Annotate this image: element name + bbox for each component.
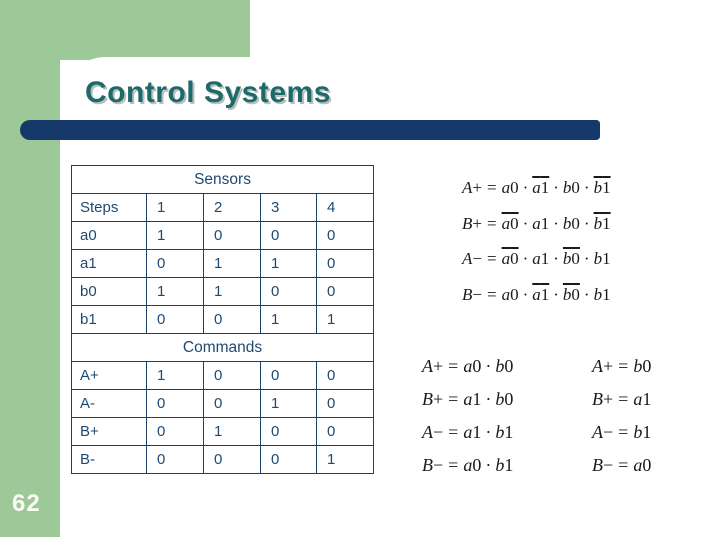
sensor-command-table: Sensors Steps 1 2 3 4 a0 1 0 0 0 a1 0 1 … xyxy=(70,165,375,474)
table-cell: 0 xyxy=(260,361,317,390)
table-row-a1: a1 0 1 1 0 xyxy=(71,249,375,278)
row-label: a1 xyxy=(71,249,147,278)
table-row-steps: Steps 1 2 3 4 xyxy=(71,193,375,222)
row-label: a0 xyxy=(71,221,147,250)
row-label: B+ xyxy=(71,417,147,446)
decor-green-sidebar xyxy=(0,0,60,537)
table-cell: 0 xyxy=(315,221,375,250)
table-cell: 0 xyxy=(146,445,204,474)
row-label: A+ xyxy=(71,361,147,390)
table-row-b-plus: B+ 0 1 0 0 xyxy=(71,417,375,446)
table-row-b0: b0 1 1 0 0 xyxy=(71,277,375,306)
table-cell: 0 xyxy=(315,361,375,390)
equation-line: A−=b1 xyxy=(592,422,652,442)
sensors-header: Sensors xyxy=(70,165,375,194)
table-cell: 0 xyxy=(203,445,261,474)
table-cell: 0 xyxy=(203,361,261,390)
table-cell: 0 xyxy=(315,417,375,446)
row-label: B- xyxy=(71,445,147,474)
table-row-a-minus: A- 0 0 1 0 xyxy=(71,389,375,418)
equation-line: B−=a0·b1 xyxy=(422,455,514,475)
table-row-a0: a0 1 0 0 0 xyxy=(71,221,375,250)
equation-line: B+=a1 xyxy=(592,389,652,409)
equation-line: A−=a1·b1 xyxy=(422,422,514,442)
table-cell: 4 xyxy=(315,193,375,222)
equation-line: B+=a1·b0 xyxy=(422,389,514,409)
equation-line: A+=a0·a1·b0·b1 xyxy=(462,178,611,197)
table-cell: 0 xyxy=(260,277,317,306)
table-cell: 0 xyxy=(315,277,375,306)
equation-line: A+=b0 xyxy=(592,356,652,376)
equation-line: A−=a0·a1·b0·b1 xyxy=(462,249,611,268)
table-cell: 1 xyxy=(260,305,317,334)
table-row-b-minus: B- 0 0 0 1 xyxy=(71,445,375,474)
table-cell: 1 xyxy=(146,361,204,390)
table-cell: 1 xyxy=(315,445,375,474)
table-cell: 1 xyxy=(260,389,317,418)
table-cell: 0 xyxy=(260,417,317,446)
row-label: Steps xyxy=(71,193,147,222)
slide-title: Control Systems xyxy=(85,76,331,109)
equation-line: B−=a0 xyxy=(592,455,652,475)
row-label: A- xyxy=(71,389,147,418)
row-label: b0 xyxy=(71,277,147,306)
table-cell: 0 xyxy=(146,249,204,278)
table-cell: 0 xyxy=(315,389,375,418)
decor-title-underline-bar xyxy=(20,120,600,140)
table-cell: 3 xyxy=(260,193,317,222)
table-cell: 1 xyxy=(203,249,261,278)
table-cell: 1 xyxy=(146,193,204,222)
table-cell: 0 xyxy=(260,221,317,250)
table-cell: 0 xyxy=(203,221,261,250)
table-cell: 0 xyxy=(146,417,204,446)
table-section-header-row: Sensors xyxy=(70,165,375,194)
table-row-b1: b1 0 0 1 1 xyxy=(71,305,375,334)
table-section-header-row: Commands xyxy=(70,333,375,362)
table-cell: 0 xyxy=(146,389,204,418)
table-cell: 0 xyxy=(146,305,204,334)
table-cell: 1 xyxy=(260,249,317,278)
row-label: b1 xyxy=(71,305,147,334)
page-number: 62 xyxy=(12,490,41,517)
table-cell: 1 xyxy=(315,305,375,334)
table-row-a-plus: A+ 1 0 0 0 xyxy=(71,361,375,390)
equation-line: A+=a0·b0 xyxy=(422,356,514,376)
table-cell: 2 xyxy=(203,193,261,222)
table-cell: 1 xyxy=(203,417,261,446)
table-cell: 1 xyxy=(146,221,204,250)
table-cell: 0 xyxy=(203,305,261,334)
commands-header: Commands xyxy=(70,333,375,362)
table-cell: 1 xyxy=(203,277,261,306)
table-cell: 0 xyxy=(260,445,317,474)
equation-line: B+=a0·a1·b0·b1 xyxy=(462,213,611,233)
table-cell: 1 xyxy=(146,277,204,306)
equation-line: B−=a0·a1·b0·b1 xyxy=(462,284,611,304)
table-cell: 0 xyxy=(203,389,261,418)
table-cell: 0 xyxy=(315,249,375,278)
